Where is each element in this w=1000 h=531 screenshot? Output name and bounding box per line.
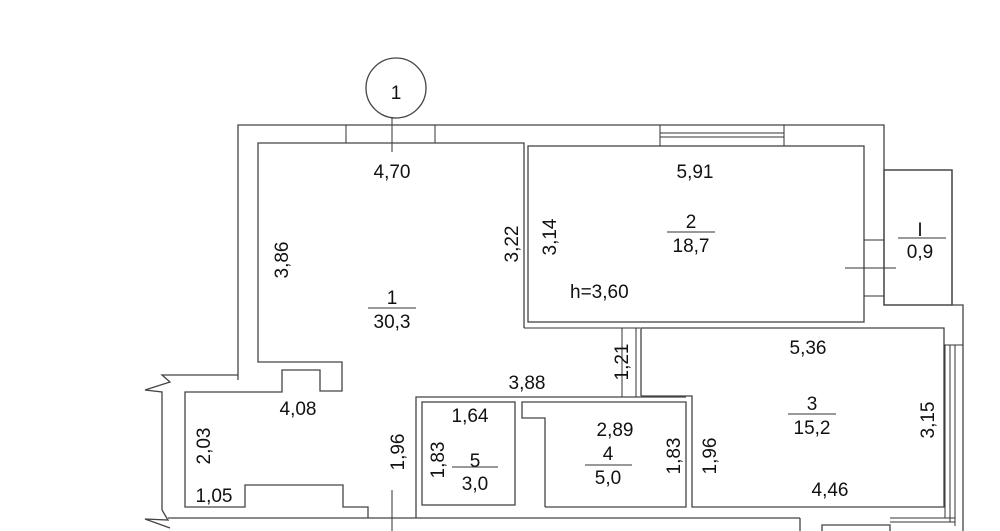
room-4-label: 4 5,0: [585, 444, 632, 489]
svg-text:4: 4: [603, 444, 614, 465]
ceiling-height: h=3,60: [570, 282, 629, 303]
svg-text:1,96: 1,96: [388, 434, 409, 471]
svg-text:1,64: 1,64: [452, 406, 489, 427]
svg-text:5,0: 5,0: [595, 468, 621, 489]
axis-marker: 1: [365, 57, 427, 152]
svg-text:30,3: 30,3: [374, 312, 411, 333]
svg-text:3,86: 3,86: [272, 242, 293, 279]
svg-text:3,15: 3,15: [918, 402, 939, 439]
room-3-label: 3 15,2: [788, 394, 836, 439]
svg-text:4,70: 4,70: [374, 162, 411, 183]
outer-walls: [144, 124, 964, 531]
room-1-label: 1 30,3: [368, 288, 416, 333]
balcony-label: I 0,9: [898, 220, 946, 263]
svg-text:1,21: 1,21: [612, 344, 633, 381]
svg-text:5,36: 5,36: [790, 338, 827, 359]
svg-text:3,22: 3,22: [502, 226, 523, 263]
svg-text:3,0: 3,0: [462, 474, 488, 495]
room-2-label: 2 18,7: [667, 212, 715, 257]
axis-marker-label: 1: [391, 83, 402, 104]
svg-text:4,46: 4,46: [812, 480, 849, 501]
svg-text:18,7: 18,7: [673, 236, 710, 257]
room-5-label: 5 3,0: [452, 451, 498, 495]
room-3-outline: [640, 327, 945, 508]
dimension-labels: 4,70 3,86 3,22 4,08 2,03 1,05 1,96 3,88 …: [194, 162, 939, 507]
svg-text:1,96: 1,96: [700, 438, 721, 475]
svg-text:3: 3: [807, 394, 818, 415]
room-4-outline: [521, 401, 687, 508]
svg-text:1,83: 1,83: [428, 442, 449, 479]
svg-text:5: 5: [470, 451, 481, 472]
room-1-outline: [184, 142, 525, 518]
svg-text:0,9: 0,9: [907, 242, 933, 263]
svg-text:2,03: 2,03: [194, 428, 215, 465]
svg-text:4,08: 4,08: [280, 399, 317, 420]
room-5-outline: [421, 401, 516, 506]
svg-text:2,89: 2,89: [597, 420, 634, 441]
svg-text:1: 1: [387, 288, 398, 309]
svg-text:I: I: [917, 220, 922, 241]
svg-text:3,14: 3,14: [540, 218, 561, 255]
svg-text:5,91: 5,91: [677, 162, 714, 183]
room-2-outline: [527, 145, 865, 323]
balcony-outline: [883, 169, 953, 306]
svg-text:3,88: 3,88: [509, 373, 546, 394]
svg-text:15,2: 15,2: [794, 418, 831, 439]
svg-text:2: 2: [686, 212, 697, 233]
svg-text:1,05: 1,05: [196, 486, 233, 507]
svg-text:1,83: 1,83: [664, 438, 685, 475]
